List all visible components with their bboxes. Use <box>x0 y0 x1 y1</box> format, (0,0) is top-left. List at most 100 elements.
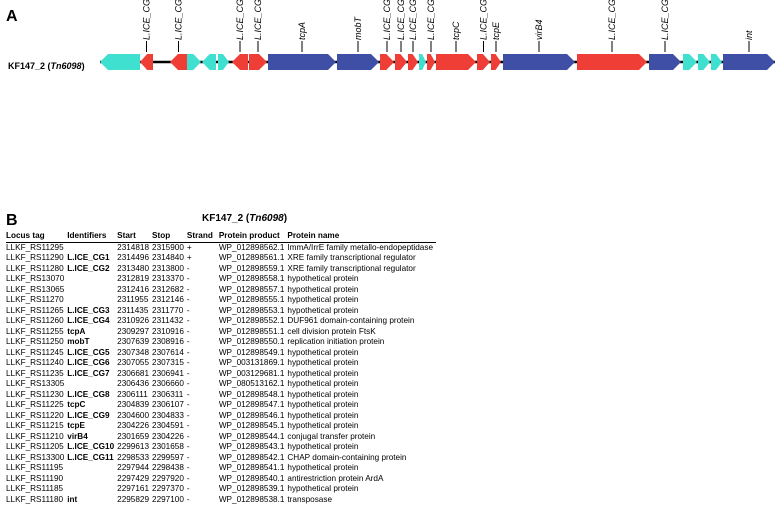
cell-stop: 2307315 <box>152 358 187 369</box>
gene-label: L.ICE_CG5 <box>382 0 392 40</box>
cell-locus-tag: LLKF_RS11215 <box>6 421 67 432</box>
cell-locus-tag: LLKF_RS11250 <box>6 337 67 348</box>
cell-stop: 2308916 <box>152 337 187 348</box>
cell-start: 2311435 <box>117 306 152 317</box>
header-stop: Stop <box>152 231 187 242</box>
cell-protein-product: WP_012898547.1 <box>219 400 288 411</box>
cell-start: 2304600 <box>117 411 152 422</box>
cell-protein-name: hypothetical protein <box>287 358 436 369</box>
gene-arrow <box>337 54 379 70</box>
cell-strand: - <box>187 306 219 317</box>
cell-identifier: L.ICE_CG4 <box>67 316 117 327</box>
gene-label: L.ICE_CG8 <box>426 0 436 40</box>
cell-identifier: L.ICE_CG10 <box>67 442 117 453</box>
gene-arrow <box>503 54 575 70</box>
cell-protein-product: WP_012898545.1 <box>219 421 288 432</box>
cell-stop: 2313370 <box>152 274 187 285</box>
gene-arrow <box>408 54 418 70</box>
cell-protein-product: WP_080513162.1 <box>219 379 288 390</box>
cell-strand: - <box>187 463 219 474</box>
cell-stop: 2310916 <box>152 327 187 338</box>
cell-protein-product: WP_012898553.1 <box>219 306 288 317</box>
gene-arrow <box>723 54 775 70</box>
cell-locus-tag: LLKF_RS11230 <box>6 390 67 401</box>
cell-identifier: tcpA <box>67 327 117 338</box>
cell-locus-tag: LLKF_RS11225 <box>6 400 67 411</box>
gene-label: L.ICE_CG3 <box>235 0 245 40</box>
cell-protein-product: WP_012898552.1 <box>219 316 288 327</box>
cell-identifier <box>67 474 117 485</box>
cell-stop: 2297100 <box>152 495 187 505</box>
cell-identifier: int <box>67 495 117 505</box>
table-title: KF147_2 (Tn6098) <box>202 213 287 224</box>
cell-protein-product: WP_012898561.1 <box>219 253 288 264</box>
cell-start: 2301659 <box>117 432 152 443</box>
gene-label: tcpC <box>451 21 461 40</box>
gene-arrow <box>170 54 187 70</box>
cell-protein-name: cell division protein FtsK <box>287 327 436 338</box>
cell-strand: - <box>187 369 219 380</box>
cell-protein-name: hypothetical protein <box>287 442 436 453</box>
cell-start: 2306681 <box>117 369 152 380</box>
cell-stop: 2297370 <box>152 484 187 495</box>
cell-protein-name: hypothetical protein <box>287 379 436 390</box>
cell-identifier: virB4 <box>67 432 117 443</box>
cell-strand: - <box>187 379 219 390</box>
gene-arrow <box>683 54 697 70</box>
cell-identifier: L.ICE_CG8 <box>67 390 117 401</box>
cell-start: 2306436 <box>117 379 152 390</box>
cell-start: 2306111 <box>117 390 152 401</box>
cell-strand: - <box>187 484 219 495</box>
gene-arrow <box>477 54 490 70</box>
cell-protein-name: hypothetical protein <box>287 295 436 306</box>
cell-locus-tag: LLKF_RS13065 <box>6 285 67 296</box>
gene-label: L.ICE_CG6 <box>396 0 406 40</box>
cell-protein-name: hypothetical protein <box>287 484 436 495</box>
cell-start: 2297161 <box>117 484 152 495</box>
cell-identifier: mobT <box>67 337 117 348</box>
gene-arrow <box>698 54 710 70</box>
cell-protein-name: hypothetical protein <box>287 421 436 432</box>
cell-protein-product: WP_012898539.1 <box>219 484 288 495</box>
cell-stop: 2312682 <box>152 285 187 296</box>
gene-arrow <box>249 54 267 70</box>
cell-strand: - <box>187 337 219 348</box>
gene-label: L.ICE_CG11 <box>660 0 670 40</box>
cell-stop: 2304591 <box>152 421 187 432</box>
cell-strand: - <box>187 358 219 369</box>
cell-stop: 2297920 <box>152 474 187 485</box>
gene-label: L.ICE_CG7 <box>408 0 418 40</box>
cell-start: 2314818 <box>117 242 152 253</box>
cell-start: 2312416 <box>117 285 152 296</box>
gene-label: L.ICE_CG2 <box>174 0 184 40</box>
gene-table: Locus tag Identifiers Start Stop Strand … <box>6 231 436 505</box>
table-title-transposon: Tn6098 <box>249 213 283 224</box>
cell-protein-product: WP_012898559.1 <box>219 264 288 275</box>
cell-locus-tag: LLKF_RS11180 <box>6 495 67 505</box>
cell-locus-tag: LLKF_RS13305 <box>6 379 67 390</box>
cell-stop: 2312146 <box>152 295 187 306</box>
cell-identifier: L.ICE_CG6 <box>67 358 117 369</box>
cell-identifier <box>67 295 117 306</box>
cell-stop: 2304226 <box>152 432 187 443</box>
cell-protein-name: hypothetical protein <box>287 463 436 474</box>
cell-stop: 2315900 <box>152 242 187 253</box>
gene-arrow <box>202 54 216 70</box>
cell-strand: - <box>187 442 219 453</box>
cell-locus-tag: LLKF_RS13070 <box>6 274 67 285</box>
